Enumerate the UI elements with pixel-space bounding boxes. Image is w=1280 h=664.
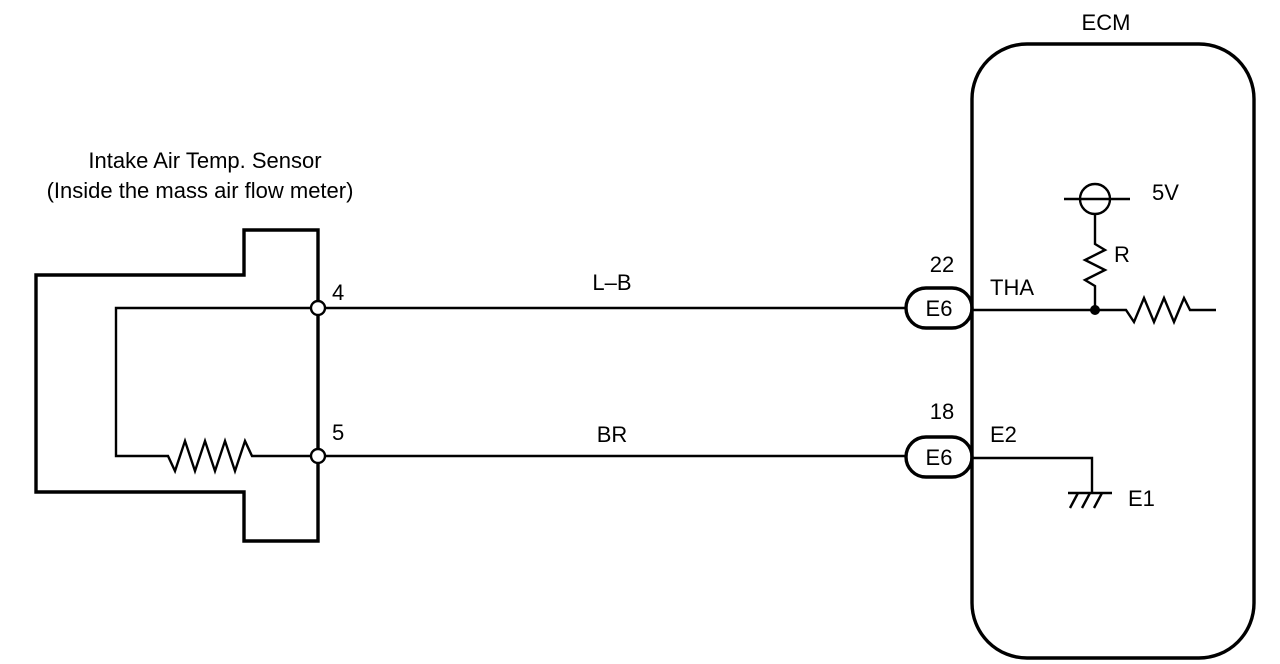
ground-hatch-1	[1068, 492, 1080, 509]
ground-hatch-3	[1092, 492, 1104, 509]
sensor-thermistor	[158, 437, 318, 475]
wire-l-b-label: L–B	[592, 270, 631, 295]
connector-pin-18: 18	[930, 399, 954, 424]
ground-e1-label: E1	[1128, 486, 1155, 511]
supply-5v-symbol	[1078, 182, 1112, 216]
sensor-pin-5-label: 5	[332, 420, 344, 445]
ground-hatch-2	[1080, 492, 1092, 509]
connector-e6-bottom-label: E6	[926, 445, 953, 470]
connector-e6-top	[904, 286, 974, 330]
ecm-output-resistor	[1094, 294, 1216, 326]
sensor-subtitle: (Inside the mass air flow meter)	[47, 178, 354, 203]
connector-pin-22: 22	[930, 252, 954, 277]
sensor-pin-4-label: 4	[332, 280, 344, 305]
sensor-pin-4-node	[309, 299, 327, 317]
supply-5v-label: 5V	[1152, 180, 1179, 205]
sensor-title: Intake Air Temp. Sensor	[88, 148, 321, 173]
ecm-e2-line	[972, 456, 1094, 493]
sensor-pin-5-node	[309, 447, 327, 465]
sensor-internal-loop	[114, 306, 318, 458]
ecm-box	[970, 42, 1256, 660]
terminal-tha: THA	[990, 275, 1034, 300]
sensor-housing	[34, 228, 320, 543]
ecm-title: ECM	[1082, 10, 1131, 35]
resistor-r-label: R	[1114, 242, 1130, 267]
wire-br-label: BR	[597, 422, 628, 447]
pullup-resistor-r	[1082, 214, 1108, 310]
connector-e6-top-label: E6	[926, 296, 953, 321]
terminal-e2: E2	[990, 422, 1017, 447]
